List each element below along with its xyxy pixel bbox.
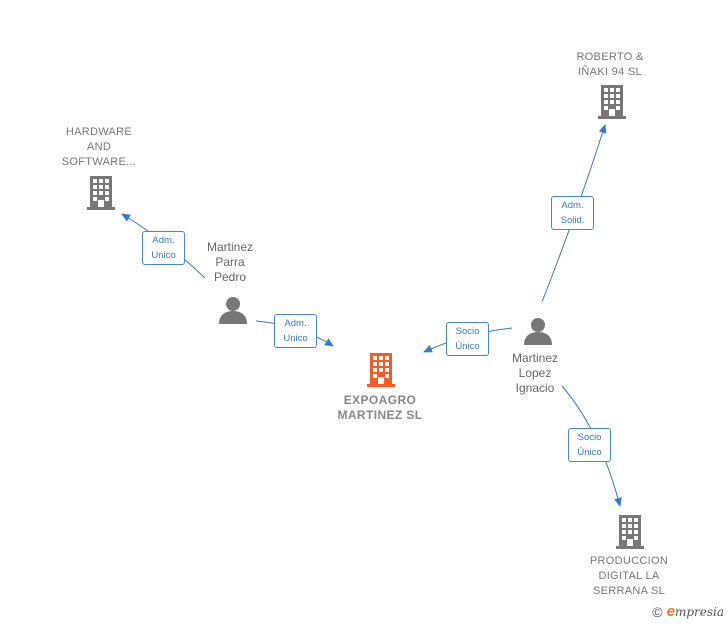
brand-initial: e <box>666 603 675 620</box>
label-line: SOFTWARE... <box>61 156 137 168</box>
label-line: EXPOAGRO <box>343 393 417 407</box>
label-line: MARTINEZ SL <box>337 408 423 422</box>
person-icon[interactable] <box>524 318 552 345</box>
label-line: HARDWARE <box>65 126 133 138</box>
label-line: SERRANA SL <box>592 585 666 597</box>
label-line: Único <box>455 341 480 352</box>
node-label-produccion[interactable]: PRODUCCION DIGITAL LA SERRANA SL <box>575 554 683 599</box>
node-label-hardware[interactable]: HARDWARE AND SOFTWARE... <box>49 125 149 170</box>
label-line: Adm. <box>284 318 307 329</box>
label-line: Unico <box>151 250 176 261</box>
label-line: Parra <box>215 255 245 269</box>
person-icon[interactable] <box>219 297 247 324</box>
edge-label-ignacio-main[interactable]: Socio Único <box>446 322 489 356</box>
label-line: ROBERTO & <box>576 51 644 63</box>
label-line: Solid. <box>560 215 585 226</box>
label-line: Único <box>577 447 602 458</box>
brand-logo[interactable]: empresia <box>667 603 724 620</box>
node-label-main[interactable]: EXPOAGRO MARTINEZ SL <box>320 393 440 423</box>
copyright-icon: © <box>652 603 663 620</box>
label-line: Socio <box>577 432 602 443</box>
edge-label-pedro-main[interactable]: Adm. Unico <box>274 314 317 348</box>
node-label-roberto[interactable]: ROBERTO & IÑAKI 94 SL <box>560 50 660 80</box>
label-line: Pedro <box>213 270 247 284</box>
edge-label-pedro-hardware[interactable]: Adm. Unico <box>142 231 185 265</box>
node-label-ignacio[interactable]: Martinez Lopez Ignacio <box>495 351 575 396</box>
label-line: Socio <box>455 326 480 337</box>
label-line: AND <box>86 141 112 153</box>
edge-label-ignacio-roberto[interactable]: Adm. Solid. <box>551 196 594 230</box>
label-line: Martinez <box>511 351 558 365</box>
building-icon[interactable] <box>367 353 395 387</box>
label-line: DIGITAL LA <box>598 570 660 582</box>
label-line: PRODUCCION <box>589 555 669 567</box>
building-icon[interactable] <box>87 176 115 210</box>
edge-label-ignacio-produccion[interactable]: Socio Único <box>568 428 611 462</box>
label-line: Lopez <box>518 366 552 380</box>
node-label-pedro[interactable]: Martinez Parra Pedro <box>190 240 270 285</box>
label-line: Unico <box>283 333 308 344</box>
label-line: IÑAKI 94 SL <box>578 66 642 78</box>
building-icon[interactable] <box>598 85 626 119</box>
copyright-footer: © empresia <box>652 603 724 620</box>
label-line: Martinez <box>206 240 253 254</box>
brand-name: mpresia <box>674 605 724 619</box>
building-icon[interactable] <box>616 515 644 549</box>
label-line: Ignacio <box>515 381 555 395</box>
label-line: Adm. <box>152 235 175 246</box>
label-line: Adm. <box>561 200 584 211</box>
